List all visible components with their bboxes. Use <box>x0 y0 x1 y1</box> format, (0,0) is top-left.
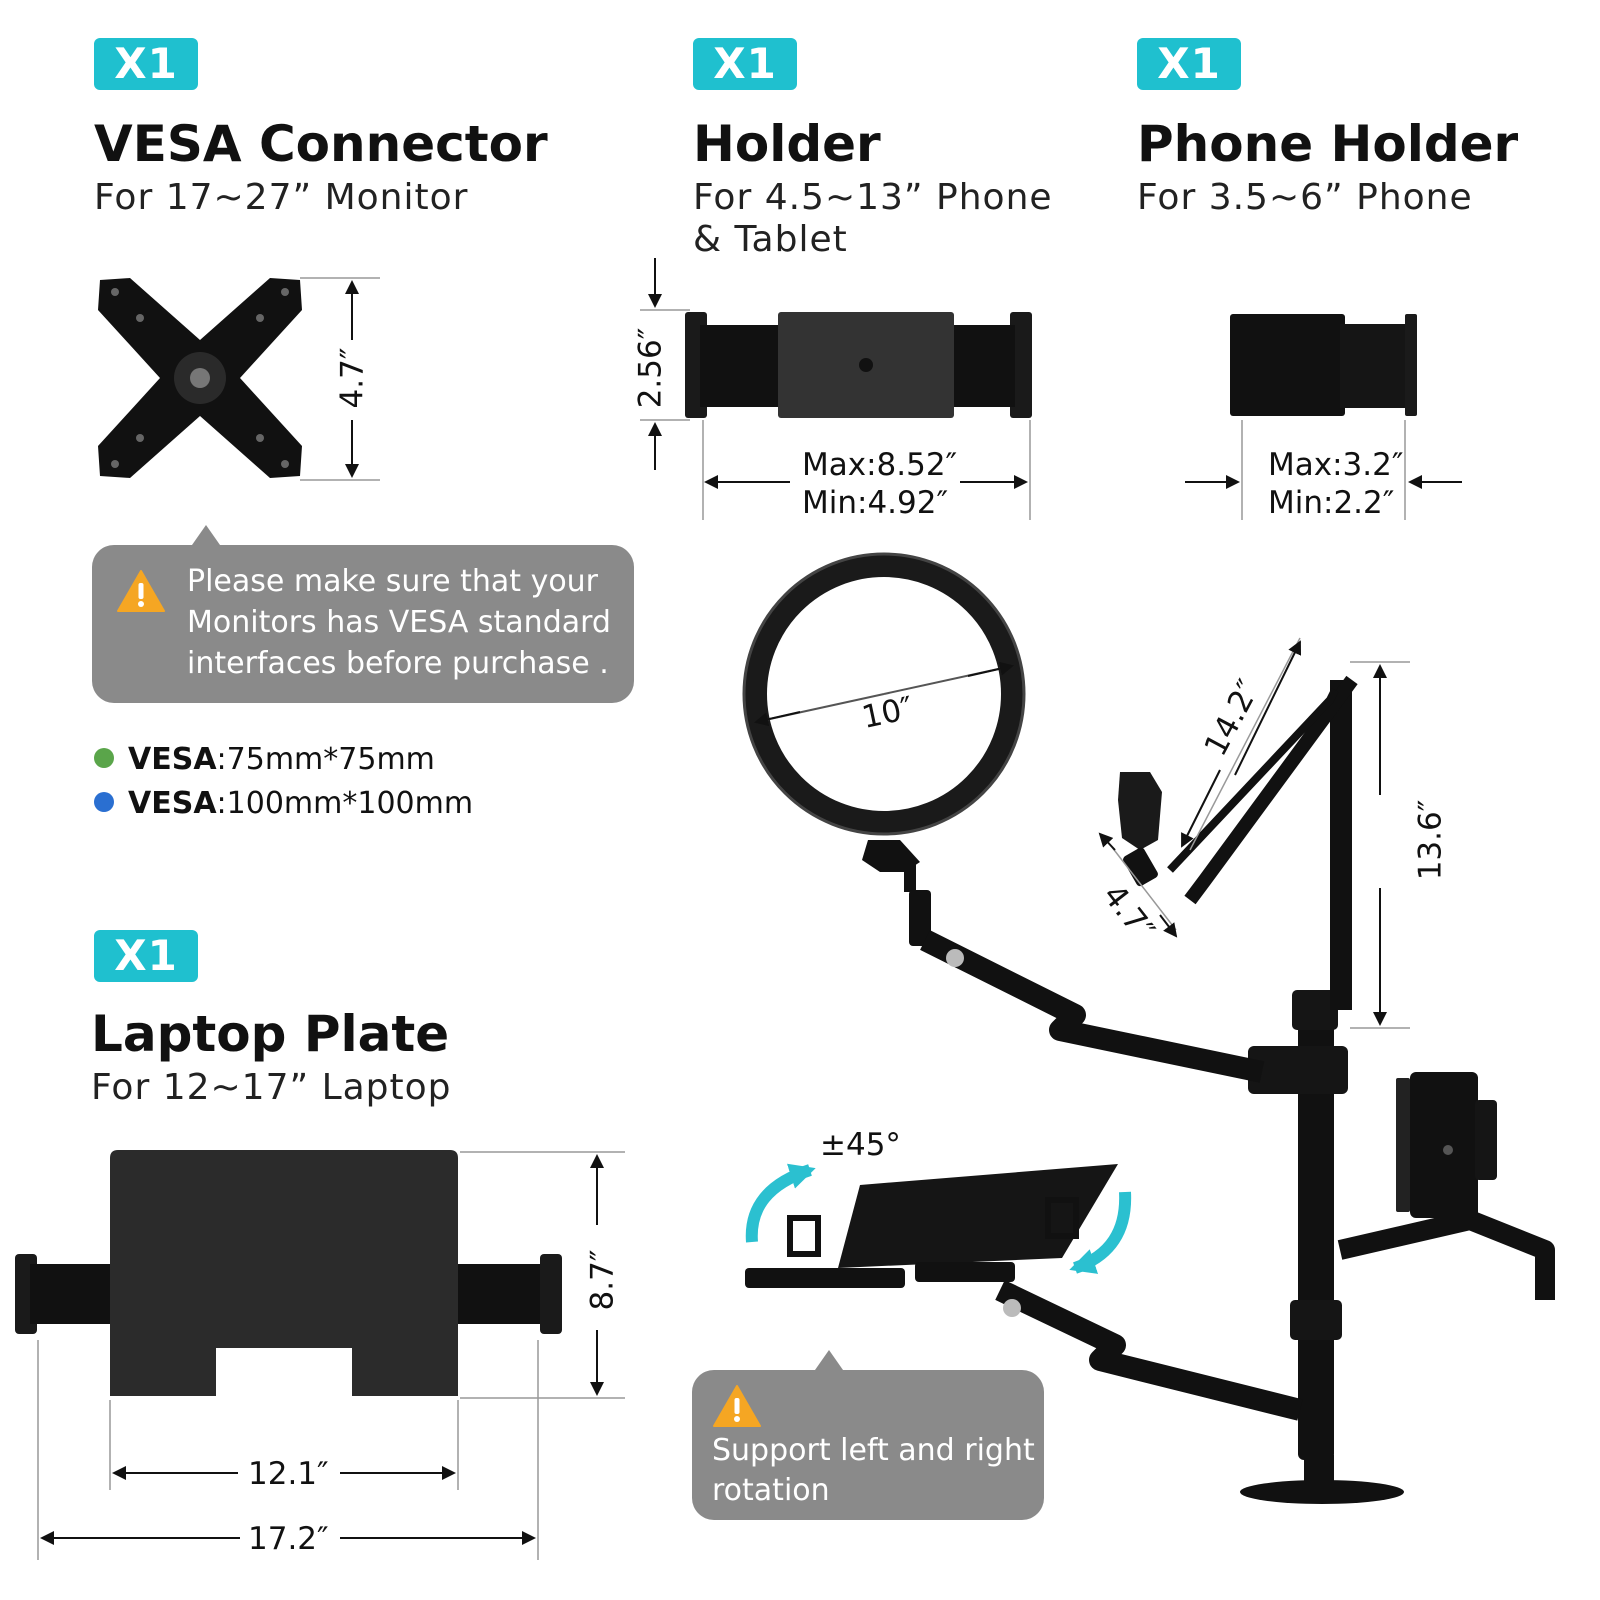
laptop-plate-subtitle: For 12~17” Laptop <box>91 1067 452 1108</box>
ring-light-image <box>742 552 1026 946</box>
holder-max-label: Max:8.52″ <box>802 447 958 483</box>
vesa-connector-title: VESA Connector <box>94 115 548 173</box>
phone-holder-subtitle: For 3.5~6” Phone <box>1137 177 1473 218</box>
vesa-connector-subtitle: For 17~27” Monitor <box>94 177 469 218</box>
green-dot-icon <box>94 747 114 768</box>
holder-subtitle-line1: For 4.5~13” Phone <box>693 177 1053 218</box>
holder-height-label: 2.56″ <box>632 327 669 409</box>
vesa-warning-line3: interfaces before purchase . <box>187 646 609 681</box>
vesa-height-label: 4.7″ <box>334 347 371 409</box>
vesa-warning-line2: Monitors has VESA standard <box>187 605 611 640</box>
quantity-badge-phone-holder: X1 <box>1137 38 1241 90</box>
warning-icon <box>712 1384 762 1439</box>
laptop-plate-title: Laptop Plate <box>91 1005 450 1063</box>
vesa-plate-image <box>98 278 302 478</box>
holder-min-label: Min:4.92″ <box>802 485 949 521</box>
rotation-angle-label: ±45° <box>820 1127 901 1163</box>
quantity-badge-vesa: X1 <box>94 38 198 90</box>
holder-title: Holder <box>693 115 881 173</box>
tablet-holder-image <box>685 312 1032 418</box>
laptop-width-label: 12.1″ <box>248 1456 329 1492</box>
phone-max-label: Max:3.2″ <box>1268 447 1404 483</box>
rotation-warning-line1: Support left and right <box>712 1433 1035 1468</box>
vesa-height-dimension-line <box>300 277 380 481</box>
warning-icon <box>116 569 166 624</box>
vesa-spec-100-label: VESA <box>128 786 217 821</box>
vesa-spec-100-value: :100mm*100mm <box>216 786 474 821</box>
laptop-plate-image <box>15 1150 562 1396</box>
rotate-right-arrow-icon <box>1069 1191 1132 1274</box>
laptop-height-label: 8.7″ <box>584 1249 621 1311</box>
rotate-left-arrow-icon <box>745 1163 816 1243</box>
vesa-warning-line1: Please make sure that your <box>187 564 599 599</box>
quantity-badge-holder: X1 <box>693 38 797 90</box>
holder-subtitle-line2: & Tablet <box>693 219 848 260</box>
quantity-badge-laptop-plate: X1 <box>94 930 198 982</box>
phone-min-label: Min:2.2″ <box>1268 485 1395 521</box>
rotation-warning-line2: rotation <box>712 1473 830 1508</box>
pole-height-label: 13.6″ <box>1412 799 1449 881</box>
phone-holder-image <box>1230 314 1417 416</box>
blue-dot-icon <box>94 791 114 812</box>
vesa-warning-note: Please make sure that your Monitors has … <box>92 545 634 703</box>
laptop-width-extended-label: 17.2″ <box>248 1521 329 1557</box>
vesa-spec-75-value: :75mm*75mm <box>216 742 435 777</box>
vesa-spec-100: VESA:100mm*100mm <box>94 784 473 824</box>
phone-holder-title: Phone Holder <box>1137 115 1519 173</box>
rotation-warning-note: Support left and right rotation <box>692 1370 1044 1520</box>
desk-stand-image <box>745 675 1555 1504</box>
vesa-spec-75: VESA:75mm*75mm <box>94 740 435 780</box>
vesa-spec-75-label: VESA <box>128 742 217 777</box>
